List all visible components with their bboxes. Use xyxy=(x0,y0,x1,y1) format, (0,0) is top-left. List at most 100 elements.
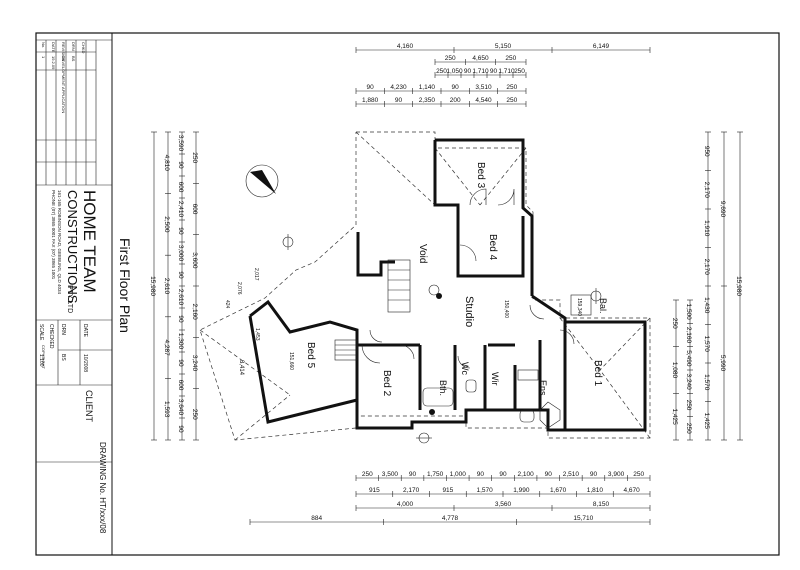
dimension-label: 2,500 xyxy=(163,216,170,233)
annotation-text: 150,400 xyxy=(503,300,509,318)
dimension-label: 4,670 xyxy=(623,487,640,494)
dimension-label: 250 xyxy=(506,97,517,104)
company-name-line2: CONSTRUCTIONS xyxy=(65,190,80,304)
dimension-label: 1,500 xyxy=(685,304,692,321)
revision-cell: BS xyxy=(71,56,76,62)
dimension-label: 90 xyxy=(477,471,485,478)
dimension-label: 250 xyxy=(505,55,516,62)
dimension-label: 15,980 xyxy=(735,276,742,296)
date-label: DATE xyxy=(82,324,88,338)
drn-value: BS xyxy=(60,354,66,361)
room-label-wc: Wc xyxy=(460,362,470,375)
dimension-label: 1,750 xyxy=(427,471,444,478)
dimension-label: 250 xyxy=(362,471,373,478)
room-label-ensuite: Ens. xyxy=(538,380,548,398)
revision-header-cell: DATE xyxy=(51,42,56,53)
dimension-label: 90 xyxy=(395,97,403,104)
dimension-label: 15,980 xyxy=(149,276,156,296)
dimension-label: 3,000 xyxy=(177,245,184,262)
scale-label: SCALE xyxy=(38,324,44,341)
dimension-label: 915 xyxy=(369,487,380,494)
revision-header-cell: No. xyxy=(41,42,46,48)
date-value: 10/2008 xyxy=(82,354,88,372)
interior-details xyxy=(334,188,592,429)
checked-label: CHECKED xyxy=(48,324,54,349)
room-label-balcony: Bal. xyxy=(598,298,608,314)
dimension-label: 250 xyxy=(436,68,447,75)
dimension-label: 4,810 xyxy=(163,155,170,172)
revision-cell: 1 xyxy=(41,56,46,59)
revision-cell: 19.2.09 xyxy=(51,56,56,70)
dimension-label: 5,490 xyxy=(685,350,692,367)
dimension-label: 250 xyxy=(191,152,198,163)
dimension-label: 250 xyxy=(445,55,456,62)
dimension-label: 3,500 xyxy=(382,471,399,478)
dimension-label: 2,160 xyxy=(191,304,198,321)
dimension-label: 2,170 xyxy=(403,487,420,494)
dimension-label: 3,240 xyxy=(685,374,692,391)
sheet-border xyxy=(35,32,780,556)
annotation-text: 2,076 xyxy=(236,282,242,295)
dimension-label: 90 xyxy=(464,68,472,75)
annotation-text: 3,414 xyxy=(238,360,244,376)
room-label-studio: Studio xyxy=(463,296,475,327)
dimension-label: 2,510 xyxy=(563,471,580,478)
dimension-label: 600 xyxy=(177,182,184,193)
dimension-label: 1,880 xyxy=(362,97,379,104)
dimension-label: 4,778 xyxy=(442,515,459,522)
room-labels: Bed 3 Bed 4 Void Studio Bed 5 Bed 2 Bth.… xyxy=(305,162,608,398)
dimension-label: 90 xyxy=(177,227,184,235)
dimension-label: 250 xyxy=(191,409,198,420)
dimension-label: 2,610 xyxy=(163,278,170,295)
dimension-label: 5,150 xyxy=(495,43,512,50)
dimension-label: 1,990 xyxy=(513,487,530,494)
room-label-bed2: Bed 2 xyxy=(381,370,392,397)
dimension-label: 4,287 xyxy=(163,339,170,356)
dimension-label: 1,000 xyxy=(450,471,467,478)
room-label-void: Void xyxy=(417,244,428,263)
dimension-label: 2,170 xyxy=(703,259,710,276)
dimension-label: 1,570 xyxy=(703,336,710,353)
revision-header-cell: REVISION xyxy=(61,42,66,61)
dimension-label: 1,810 xyxy=(587,487,604,494)
dimension-label: 90 xyxy=(499,471,507,478)
scale-value: 1:100 xyxy=(38,354,44,367)
dimension-label: 90 xyxy=(490,68,498,75)
dimension-label: 1,910 xyxy=(703,220,710,237)
dimension-label: 884 xyxy=(311,515,322,522)
dimension-label: 3,510 xyxy=(475,84,492,91)
dimension-label: 600 xyxy=(191,204,198,215)
annotation-text: 2,017 xyxy=(253,268,259,281)
dimension-label: 2,160 xyxy=(685,327,692,344)
title-block: HOME TEAM CONSTRUCTIONS PTY LTD 161-165 … xyxy=(36,33,113,555)
dimension-label: 2,100 xyxy=(517,471,534,478)
dimension-label: 90 xyxy=(177,271,184,279)
dimension-label: 90 xyxy=(177,359,184,367)
room-label-wir: Wir xyxy=(490,372,500,386)
dimension-label: 15,710 xyxy=(573,515,593,522)
dimension-label: 3,640 xyxy=(177,399,184,416)
annotation-text: 1,453 xyxy=(254,328,260,341)
dimension-label: 3,600 xyxy=(191,252,198,269)
dimension-label: 250 xyxy=(514,68,525,75)
north-arrow-icon xyxy=(245,164,279,198)
dimension-label: 90 xyxy=(177,161,184,169)
dimension-label: 1,570 xyxy=(476,487,493,494)
room-label-bed1: Bed 1 xyxy=(592,360,603,387)
revision-cell: DEVELOPMENT APPLICATION xyxy=(61,56,66,113)
dimension-label: 1,425 xyxy=(703,413,710,430)
plan-title: First Floor Plan xyxy=(117,238,133,333)
dimension-label: 1,300 xyxy=(177,333,184,350)
dimension-label: 4,230 xyxy=(390,84,407,91)
room-label-bed5: Bed 5 xyxy=(305,342,316,369)
section-markers xyxy=(282,234,602,444)
annotation-text: 424 xyxy=(224,300,230,309)
annotation-text: 151,660 xyxy=(288,352,294,370)
dimension-label: 3,590 xyxy=(177,135,184,152)
dimension-label: 1,670 xyxy=(550,487,567,494)
company-suffix: PTY LTD xyxy=(66,285,73,313)
dimension-label: 90 xyxy=(177,315,184,323)
